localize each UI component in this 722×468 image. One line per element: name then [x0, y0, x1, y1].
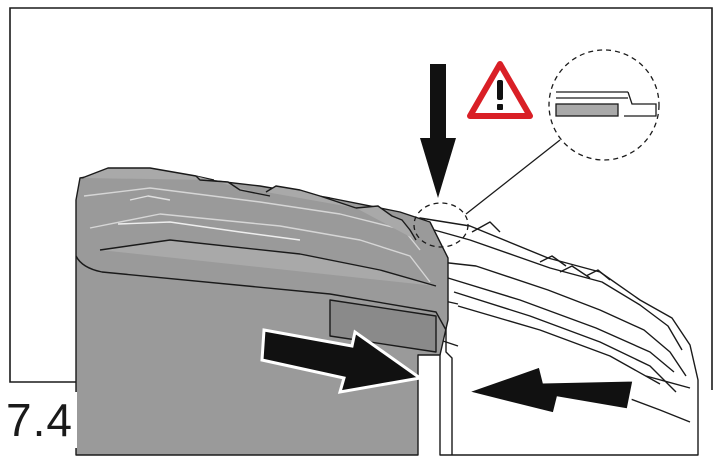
push-left-arrow: [460, 364, 636, 416]
detail-callout: [413, 49, 660, 248]
detail-magnified-view: [555, 91, 657, 117]
gray-housing-part: [75, 167, 449, 456]
warning-triangle-icon: [467, 61, 533, 119]
press-down-arrow: [420, 64, 456, 198]
step-number-label: 7.4: [4, 392, 77, 448]
step-frame: [9, 7, 713, 390]
push-right-arrow: [260, 328, 424, 394]
